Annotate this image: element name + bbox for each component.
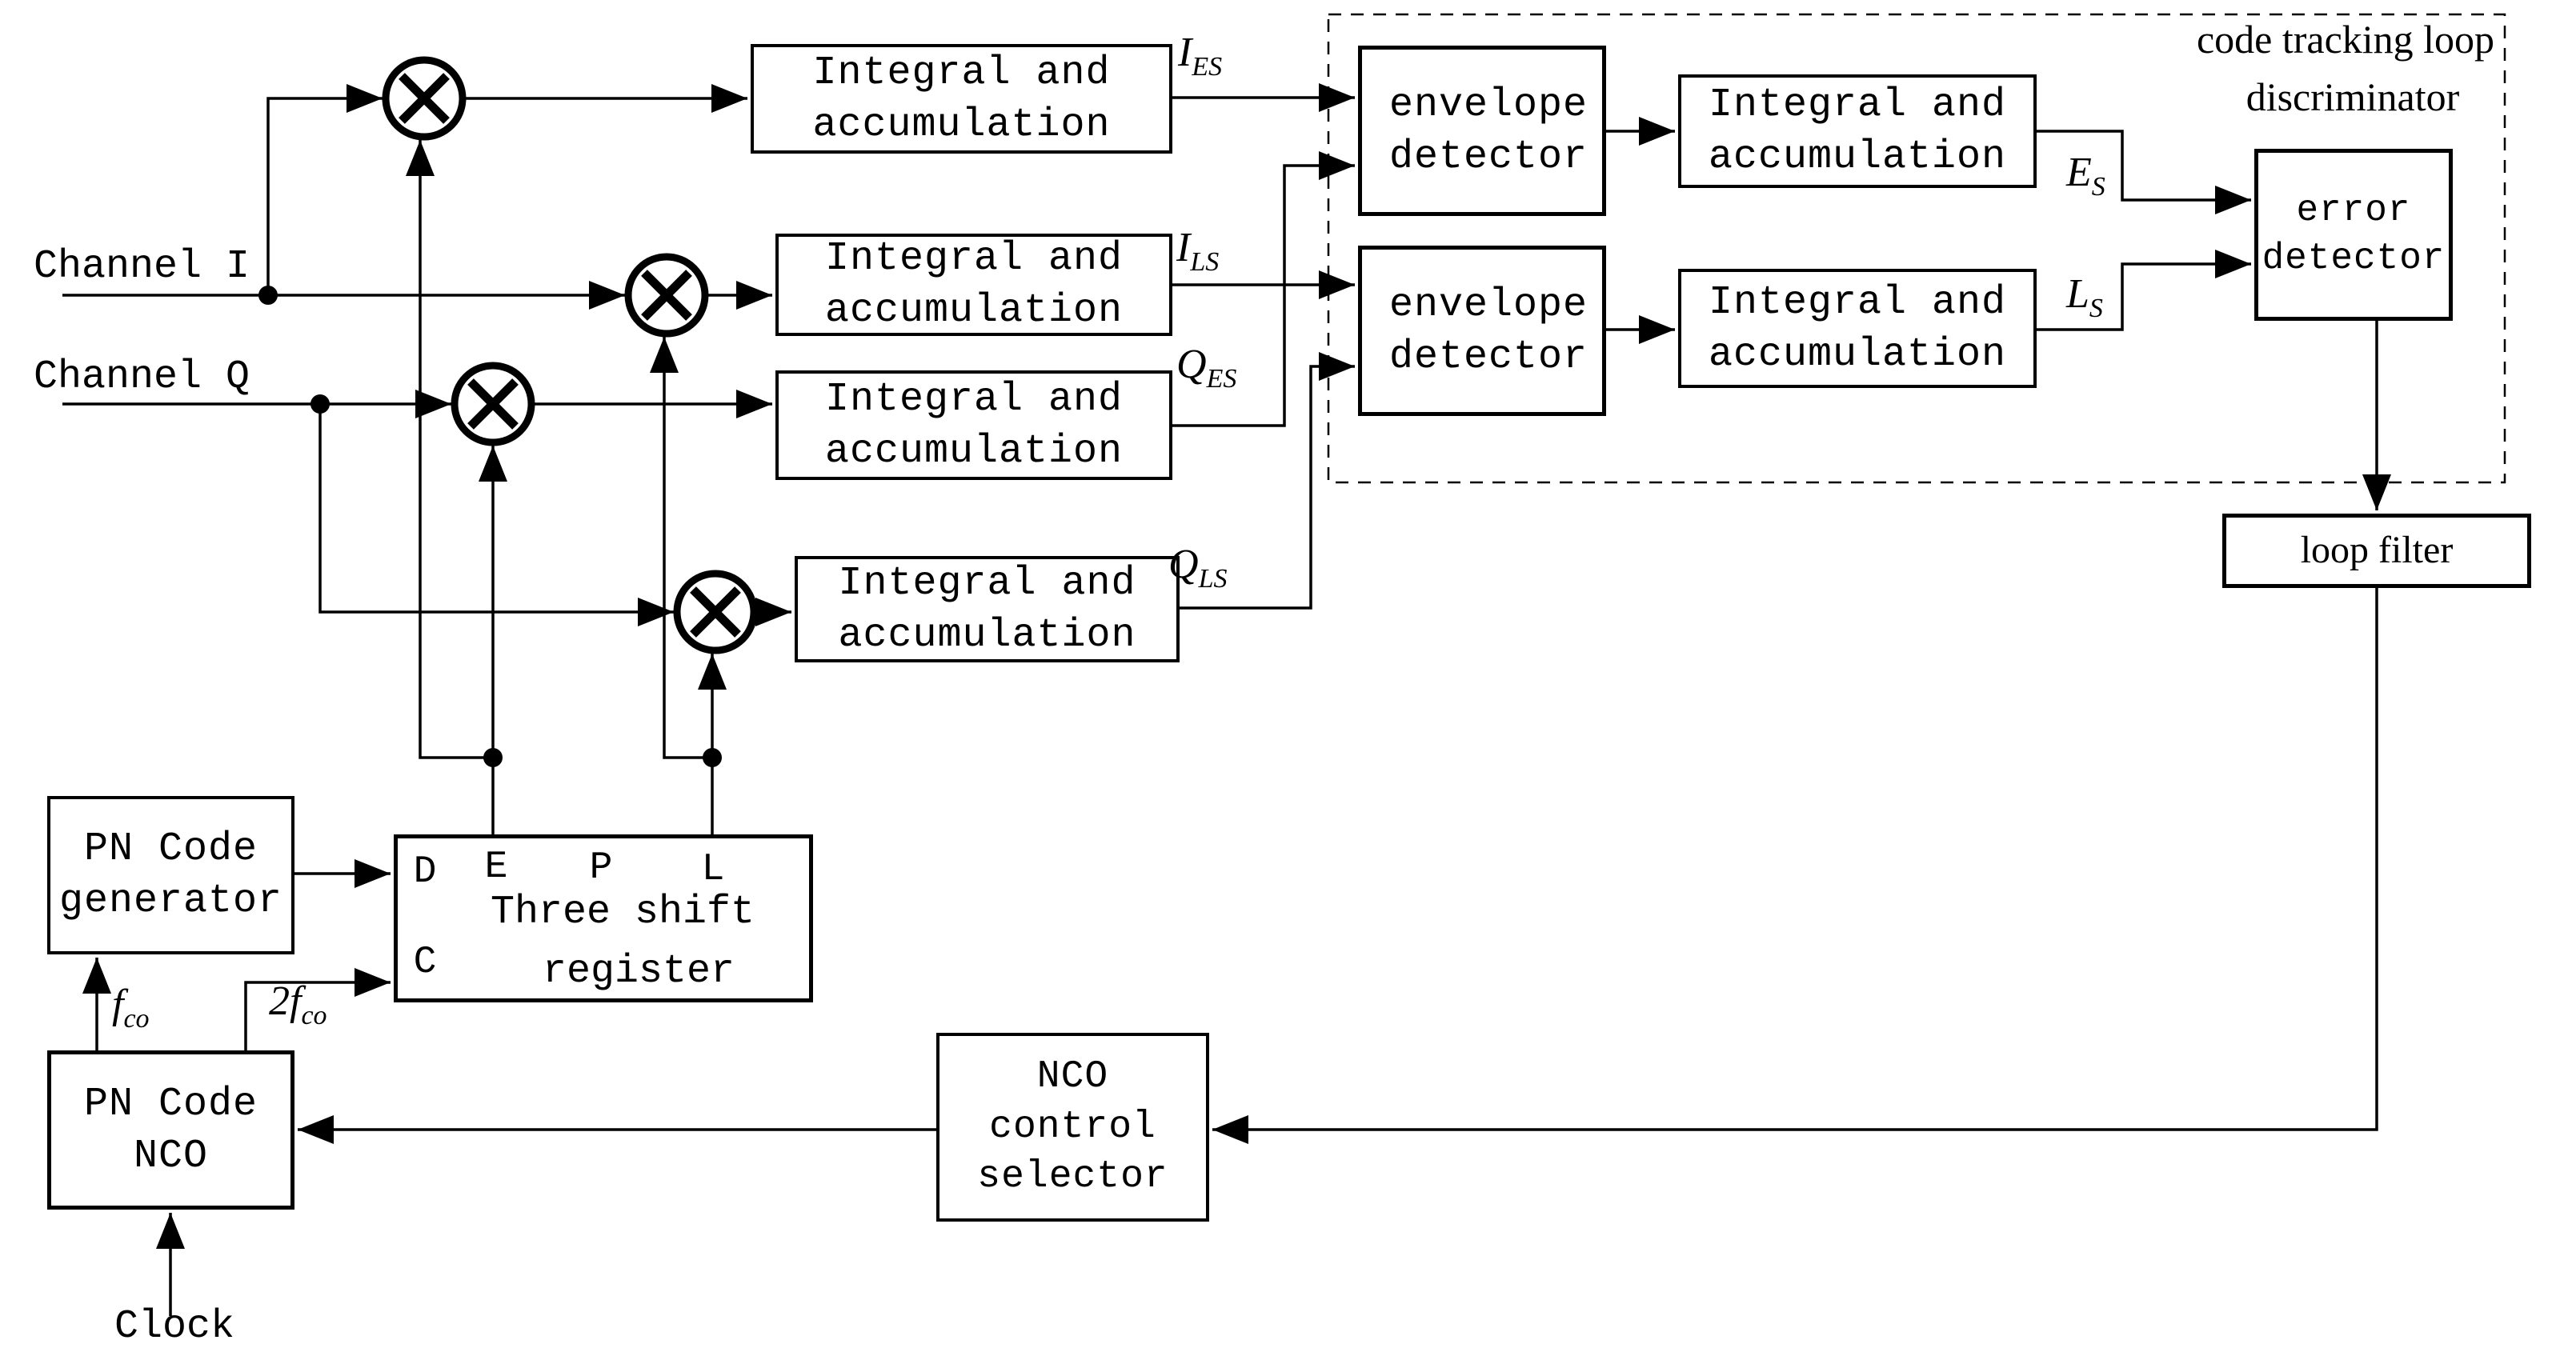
integral-accumulation-qes: Integral and accumulation (775, 370, 1172, 480)
pn-code-generator: PN Code generator (47, 796, 294, 954)
loop-filter: loop filter (2222, 514, 2531, 588)
envelope-detector-late: envelope detector (1358, 246, 1606, 416)
signal-ies-label: IES (1178, 30, 1223, 82)
signal-qls-label: QLS (1168, 542, 1228, 594)
block-label: Integral and (1708, 82, 2007, 128)
wire-loopfilter-to-selector (1212, 588, 2378, 1144)
discriminator-dashed-border (1327, 13, 2506, 484)
block-label: Integral and (824, 376, 1124, 422)
wire-channel-i-to-m1 (266, 84, 383, 295)
register-port-l: L (701, 848, 725, 891)
block-label: PN Code (83, 826, 258, 872)
block-label: Integral and (824, 236, 1124, 282)
block-label: generator (58, 878, 283, 924)
discriminator-title-line1: code tracking loop (2196, 17, 2495, 62)
channel-i-label: Channel I (34, 243, 250, 290)
signal-wires (62, 83, 2391, 1316)
multiplier-q-late-icon (673, 570, 758, 654)
multiplier-i-early-icon (382, 56, 467, 141)
signal-ils-label: ILS (1176, 225, 1220, 277)
signal-fco-label: fco (112, 982, 150, 1034)
register-port-d: D (413, 850, 437, 894)
multiplier-q-early-icon (451, 362, 535, 446)
block-label: NCO (133, 1133, 208, 1179)
discriminator-title-line2: discriminator (2245, 74, 2460, 119)
block-label: Integral and (838, 560, 1136, 606)
block-label: loop filter (2300, 529, 2454, 572)
error-detector: error detector (2254, 149, 2453, 321)
register-label-line1: Three shift (490, 890, 755, 935)
junction-channel-q (310, 394, 330, 414)
signal-ls-label: LS (2066, 271, 2103, 323)
signal-qes-label: QES (1176, 342, 1237, 394)
signal-es-label: ES (2066, 150, 2105, 202)
block-label: envelope (1389, 282, 1588, 328)
block-label: Integral and (1708, 279, 2007, 326)
clock-label: Clock (114, 1303, 235, 1350)
block-label: accumulation (824, 428, 1124, 474)
register-port-c: C (413, 941, 437, 984)
junction-dots (258, 286, 722, 767)
wire-e-to-m1 (406, 140, 493, 759)
wire-2fco (244, 968, 391, 1050)
block-label: accumulation (1708, 331, 2007, 378)
envelope-detector-early: envelope detector (1358, 46, 1606, 216)
integral-accumulation-ies: Integral and accumulation (751, 44, 1172, 154)
block-label: accumulation (1708, 134, 2007, 180)
junction-channel-i (258, 286, 278, 305)
nco-control-selector: NCO control selector (936, 1033, 1209, 1222)
three-shift-register (394, 834, 813, 1002)
integral-accumulation-ls: Integral and accumulation (1678, 269, 2037, 388)
block-label: error (2296, 189, 2411, 231)
block-label: accumulation (838, 612, 1136, 658)
block-label: detector (1389, 134, 1588, 180)
multipliers (382, 56, 758, 654)
junction-e-code (483, 748, 503, 767)
block-label: PN Code (83, 1081, 258, 1127)
junction-l-code (703, 748, 722, 767)
register-label-line2: register (542, 949, 735, 994)
block-label: detector (2262, 237, 2446, 279)
block-label: accumulation (812, 102, 1111, 148)
wire-es (2037, 130, 2251, 214)
integral-accumulation-ils: Integral and accumulation (775, 234, 1172, 336)
wire-qes (1172, 151, 1355, 427)
multiplier-i-late-icon (624, 253, 709, 338)
register-port-e: E (484, 846, 508, 889)
integral-accumulation-es: Integral and accumulation (1678, 74, 2037, 188)
wire-l-to-m2 (650, 337, 712, 759)
block-label: control (989, 1105, 1156, 1149)
block-label: selector (977, 1155, 1168, 1199)
channel-q-label: Channel Q (34, 354, 250, 400)
wire-channel-q-to-m4 (318, 404, 674, 626)
wire-qls (1180, 352, 1355, 610)
block-label: detector (1389, 334, 1588, 380)
block-label: accumulation (824, 288, 1124, 334)
wire-ls (2037, 250, 2251, 331)
pn-code-nco: PN Code NCO (47, 1050, 294, 1210)
integral-accumulation-qls: Integral and accumulation (795, 556, 1180, 662)
register-port-p: P (589, 846, 613, 890)
signal-2fco-label: 2fco (269, 978, 327, 1030)
block-label: envelope (1389, 82, 1588, 128)
block-label: Integral and (812, 50, 1111, 96)
block-label: NCO (1036, 1055, 1109, 1099)
